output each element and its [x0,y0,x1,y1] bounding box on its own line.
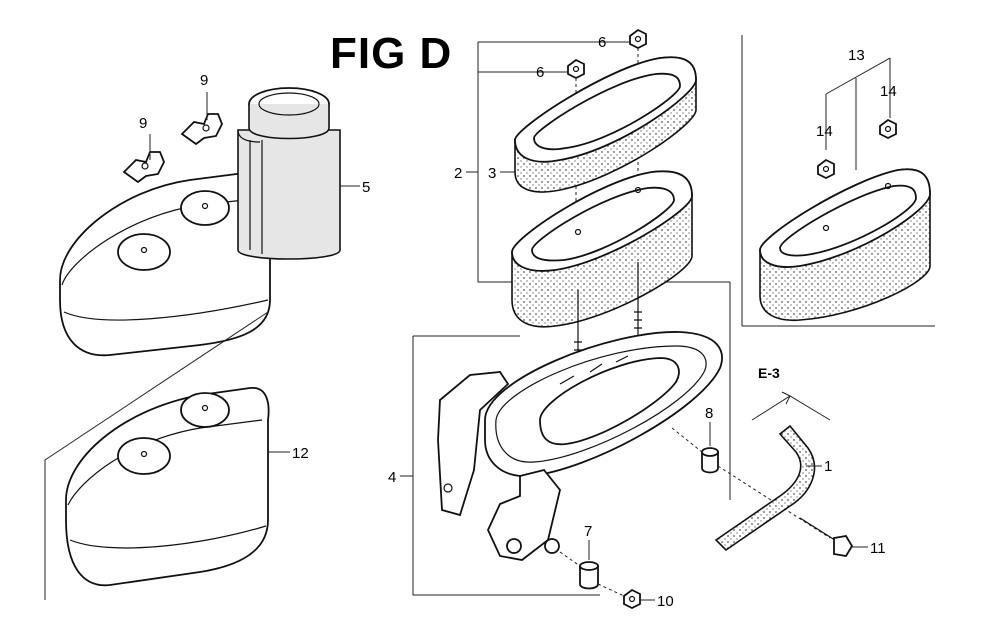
element-assembly-part-13 [759,168,931,321]
reference-label-e3: E-3 [758,365,780,381]
wing-nut-part-9b [180,113,223,146]
nut-part-14b [879,118,897,140]
nut-part-14a [817,158,835,180]
callout-8: 8 [705,405,713,422]
callout-14-left: 14 [816,123,833,140]
callout-11: 11 [870,540,886,557]
outer-foam-element-part-3 [514,56,697,193]
callout-7: 7 [584,523,592,540]
callout-3: 3 [488,165,496,182]
callout-4: 4 [388,469,396,486]
reference-arrow [751,391,831,421]
collar-part-8 [701,447,719,474]
callout-9-right: 9 [200,72,208,89]
callout-5: 5 [362,179,370,196]
callout-12: 12 [292,445,309,462]
air-cleaner-cover-upper [59,171,272,357]
callout-14-right: 14 [880,83,897,100]
breather-tube-part-1 [714,424,816,552]
callout-13: 13 [848,47,865,64]
callout-1: 1 [824,458,832,475]
callout-2: 2 [454,165,462,182]
nut-part-10 [623,588,641,610]
callout-10: 10 [657,593,674,610]
air-cleaner-cover-part-12 [65,387,270,587]
paper-element-part-2 [511,170,693,328]
figure-title: FIG D [330,29,453,78]
nut-part-6b [567,58,585,80]
callout-9-left: 9 [139,115,147,132]
nut-part-6a [629,28,647,50]
callout-6-top: 6 [598,34,606,51]
cylindrical-element-part-5 [237,87,341,260]
callout-6-lower: 6 [536,64,544,81]
air-cleaner-base-part-4 [437,331,723,561]
collar-part-7 [579,561,599,590]
bolt-part-11 [799,517,854,557]
wing-nut-part-9a [122,151,165,184]
